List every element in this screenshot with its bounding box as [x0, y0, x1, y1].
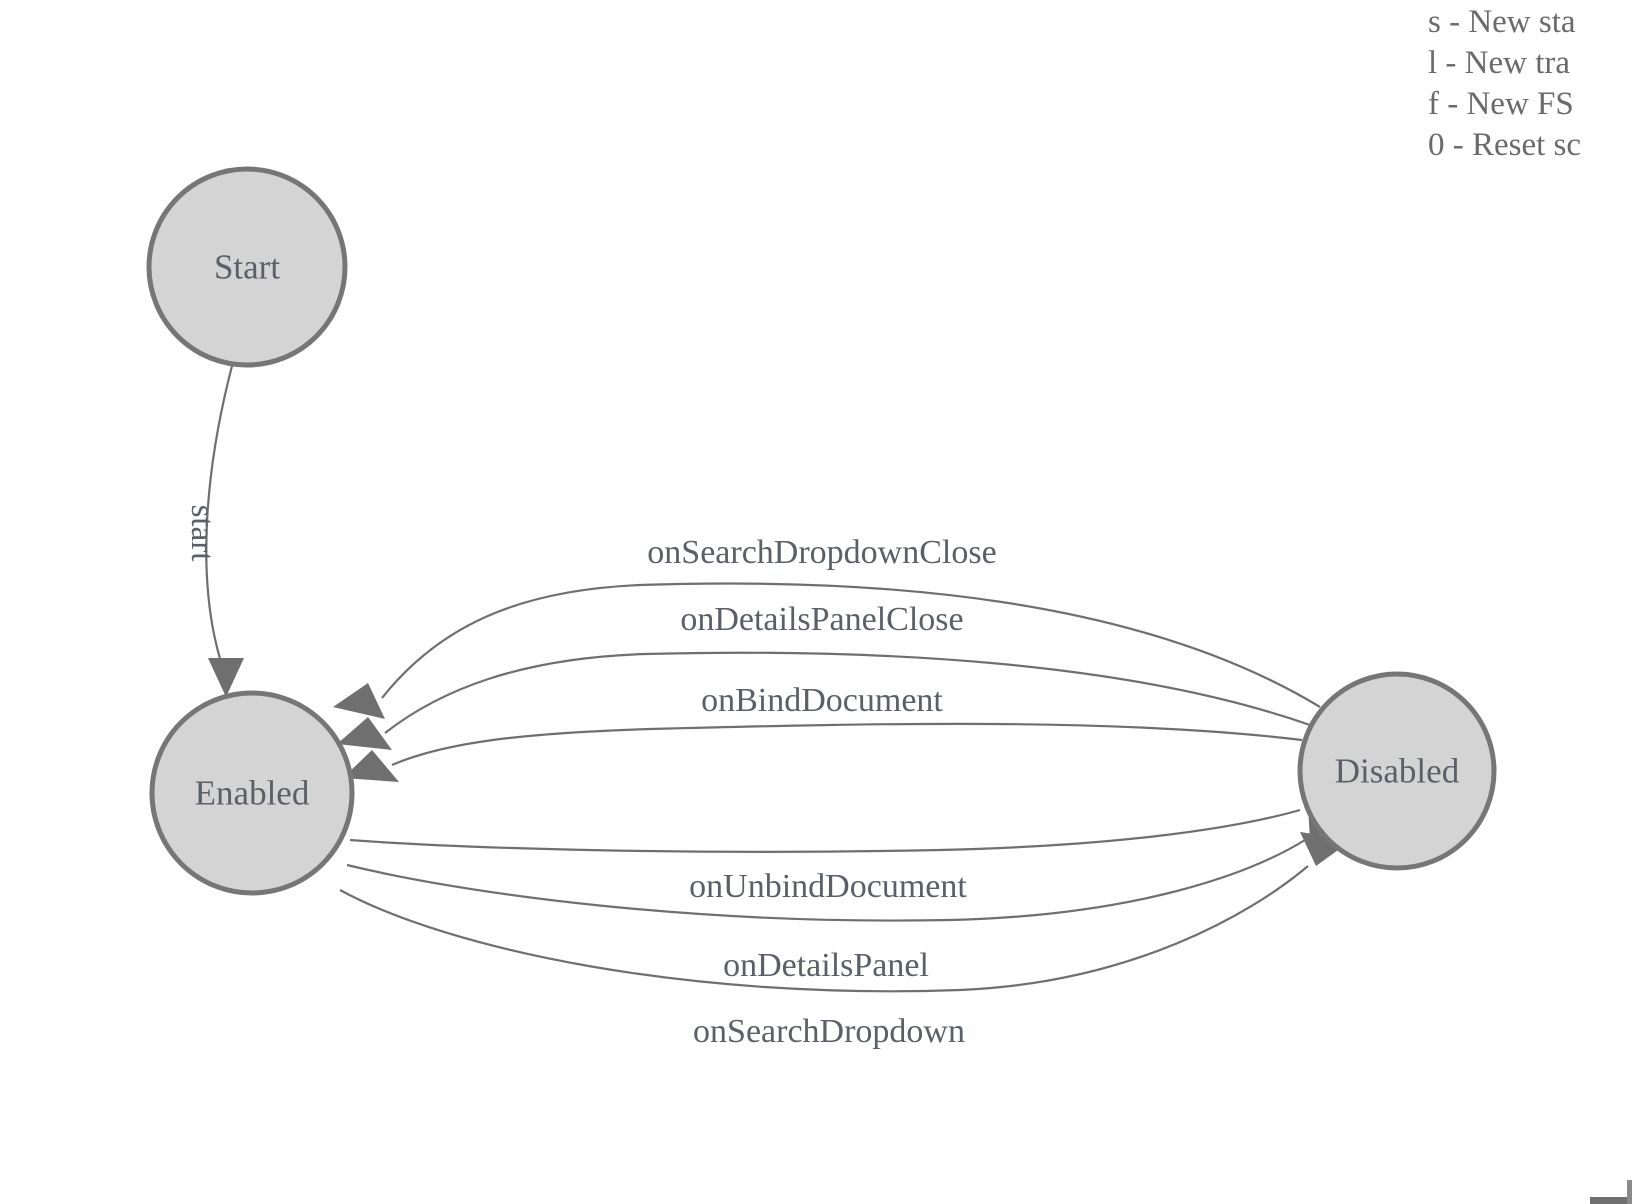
- node-enabled-circle[interactable]: [149, 690, 355, 896]
- edge-path-onunbinddocument[interactable]: [349, 808, 1301, 853]
- edge-label-start: start: [184, 505, 220, 562]
- resize-corner-handle[interactable]: [1480, 1180, 1632, 1204]
- shortcut-line-new-transition: l - New tra: [1428, 45, 1571, 81]
- node-start-circle[interactable]: [146, 166, 348, 368]
- edge-label-ondetailspanelclose: onDetailsPanelClose: [680, 601, 963, 638]
- shortcut-line-reset: 0 - Reset sc: [1428, 127, 1582, 163]
- arrowhead-ondetailspanelclose: [337, 717, 392, 750]
- resize-corner-horizontal-bar: [1590, 1197, 1632, 1204]
- arrowhead-onbinddocument: [343, 750, 399, 782]
- edge-label-onunbinddocument: onUnbindDocument: [689, 868, 967, 905]
- edge-label-onsearchdropdownclose: onSearchDropdownClose: [647, 534, 996, 571]
- node-disabled-circle[interactable]: [1297, 671, 1497, 871]
- shortcut-line-new-fsm: f - New FS: [1428, 86, 1574, 122]
- node-disabled-label: Disabled: [1335, 752, 1460, 791]
- resize-corner-vertical-bar: [1627, 1180, 1632, 1204]
- shortcut-line-new-state: s - New sta: [1428, 4, 1576, 40]
- edge-path-start-enabled[interactable]: [205, 365, 234, 663]
- transition-disabled-to-enabled-binddocument[interactable]: [343, 722, 1303, 782]
- transition-enabled-to-disabled-unbinddocument[interactable]: [349, 787, 1349, 853]
- node-start[interactable]: Start: [146, 166, 348, 368]
- arrowhead-start-enabled: [208, 658, 244, 697]
- arrowhead-onsearchdropdownclose: [333, 683, 385, 719]
- keyboard-shortcuts-legend: s - New sta l - New tra f - New FS 0 - R…: [1428, 0, 1632, 166]
- node-enabled-label: Enabled: [195, 774, 310, 813]
- transition-disabled-to-enabled-detailspanelclose[interactable]: [337, 651, 1311, 750]
- edge-path-onbinddocument[interactable]: [391, 722, 1303, 767]
- edge-label-onbinddocument: onBindDocument: [701, 682, 943, 719]
- transition-start-to-enabled[interactable]: [205, 365, 244, 697]
- node-start-label: Start: [214, 248, 280, 287]
- node-disabled[interactable]: Disabled: [1297, 671, 1497, 871]
- node-enabled[interactable]: Enabled: [149, 690, 355, 896]
- edge-path-onsearchdropdown[interactable]: [339, 865, 1309, 993]
- edge-label-ondetailspanel: onDetailsPanel: [723, 947, 929, 984]
- edge-label-onsearchdropdown: onSearchDropdown: [693, 1013, 965, 1050]
- edge-path-ondetailspanelclose[interactable]: [384, 651, 1311, 734]
- edge-path-onsearchdropdownclose[interactable]: [381, 582, 1321, 708]
- transition-disabled-to-enabled-searchdropdownclose[interactable]: [333, 582, 1321, 719]
- edge-path-ondetailspanel[interactable]: [346, 839, 1306, 922]
